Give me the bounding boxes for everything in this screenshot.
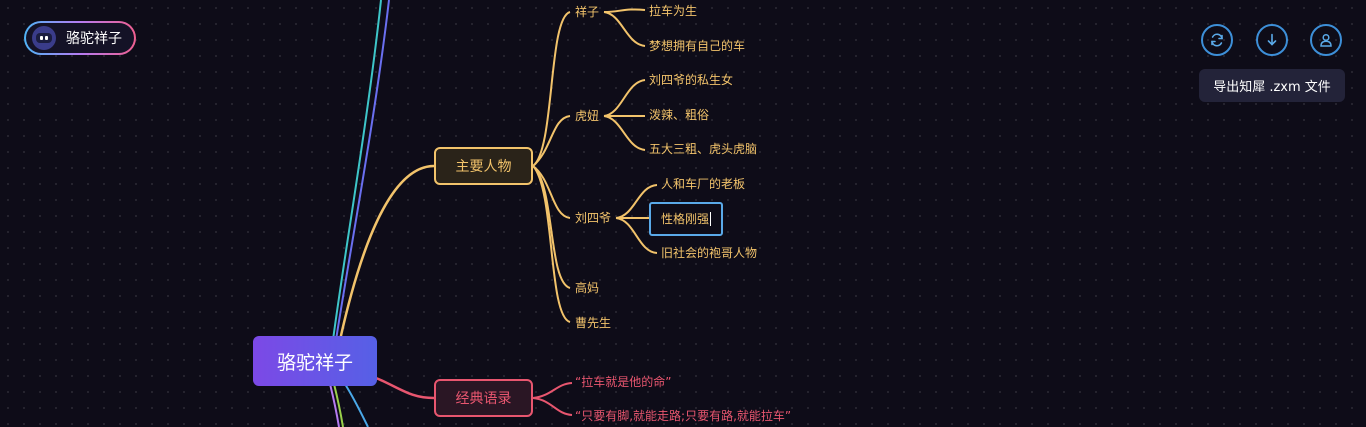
link-offscreen-5 [329,383,340,427]
export-tooltip: 导出知犀 .zxm 文件 [1199,69,1345,102]
refresh-icon [1211,33,1223,47]
link-root-quotes [375,376,435,400]
link-offscreen-6 [344,383,369,427]
link-xiangzi-2 [603,11,646,47]
refresh-button[interactable] [1201,24,1233,56]
link-people-xiangzi [532,11,571,167]
link-huniu-1 [603,79,646,117]
user-icon [1320,33,1332,47]
file-name: 骆驼祥子 [66,31,122,47]
link-huniu-3 [603,115,646,151]
node-huniu-trait-2[interactable]: 泼辣、粗俗 [649,108,710,122]
robot-avatar-icon [32,26,56,50]
node-huniu[interactable]: 虎妞 [575,109,600,123]
download-button[interactable] [1256,24,1288,56]
node-liusiye-trait-2-editing[interactable]: 性格刚强 [649,202,724,236]
node-huniu-trait-3[interactable]: 五大三粗、虎头虎脑 [649,142,758,156]
link-xiangzi-1 [603,8,646,13]
link-people-huniu [532,115,571,167]
text-cursor [710,212,712,226]
node-gaoma[interactable]: 高妈 [575,281,600,295]
download-icon [1267,33,1277,46]
node-xiangzi-trait-1[interactable]: 拉车为生 [649,4,698,18]
link-people-gaoma [532,165,571,289]
link-quotes-2 [532,397,573,416]
mindmap-root-node[interactable]: 骆驼祥子 [253,336,377,386]
user-button[interactable] [1310,24,1342,56]
link-root-people [338,164,435,341]
branch-main-characters[interactable]: 主要人物 [434,147,533,185]
node-xiangzi-trait-2[interactable]: 梦想拥有自己的车 [649,39,746,53]
node-caoxiansheng[interactable]: 曹先生 [575,316,612,330]
link-offscreen-1 [332,0,382,341]
node-liusiye-trait-3[interactable]: 旧社会的袍哥人物 [661,246,758,260]
link-liusiye-1 [615,184,658,219]
link-offscreen-4 [333,383,344,427]
link-people-cao [532,165,571,323]
node-huniu-trait-1[interactable]: 刘四爷的私生女 [649,73,734,87]
node-quote-2[interactable]: “只要有脚,就能走路;只要有路,就能拉车” [575,409,792,423]
node-edit-text: 性格刚强 [661,212,710,226]
file-title-chip[interactable]: 骆驼祥子 [24,21,136,55]
node-liusiye-trait-1[interactable]: 人和车厂的老板 [661,177,746,191]
node-xiangzi[interactable]: 祥子 [575,5,600,19]
node-liusiye[interactable]: 刘四爷 [575,211,612,225]
link-quotes-1 [532,382,573,399]
branch-classic-quotes[interactable]: 经典语录 [434,379,533,417]
link-offscreen-2 [335,0,390,341]
link-liusiye-3 [615,217,658,254]
node-quote-1[interactable]: “拉车就是他的命” [575,375,672,389]
